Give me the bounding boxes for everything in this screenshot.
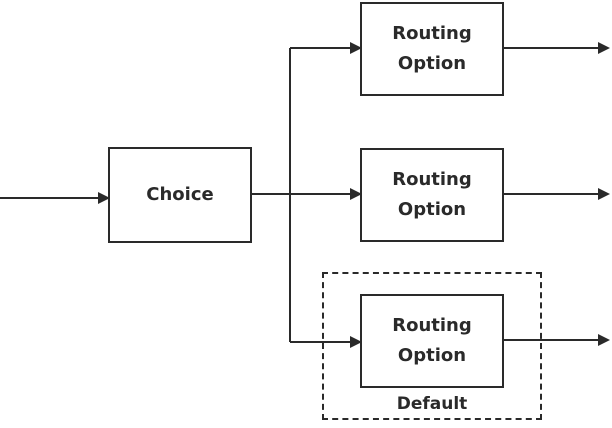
- routing-option-box-3-default: Routing Option: [360, 294, 504, 388]
- routing-option-label-3: Routing Option: [392, 315, 472, 366]
- default-label: Default: [396, 394, 468, 414]
- routing-option-label-1: Routing Option: [392, 23, 472, 74]
- routing-option-box-1: Routing Option: [360, 2, 504, 96]
- choice-label: Choice: [146, 184, 214, 205]
- routing-option-label-2: Routing Option: [392, 169, 472, 220]
- default-route-frame: [322, 272, 542, 420]
- routing-option-box-2: Routing Option: [360, 148, 504, 242]
- choice-box: Choice: [108, 147, 252, 243]
